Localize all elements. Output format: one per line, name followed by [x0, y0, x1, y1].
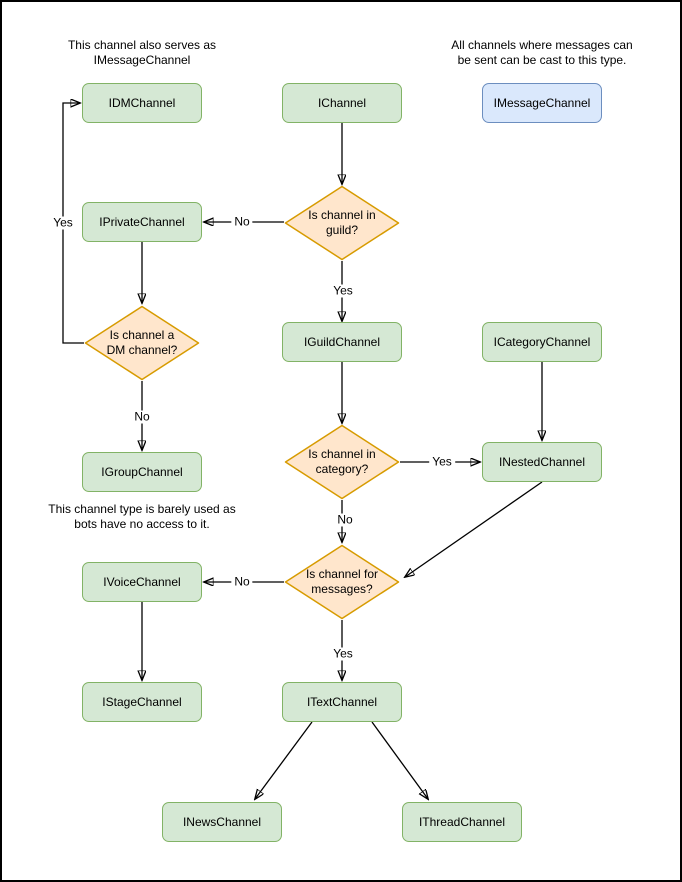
edge-label-no-guild-to-private: No	[231, 215, 253, 229]
node-iguildchannel: IGuildChannel	[282, 322, 402, 362]
decision-is-channel-in-guild-label: Is channel in guild?	[308, 208, 376, 237]
decision-is-channel-a-dm: Is channel a DM channel?	[84, 305, 200, 381]
node-idmchannel: IDMChannel	[82, 83, 202, 123]
node-istagechannel: IStageChannel	[82, 682, 202, 722]
node-iguildchannel-label: IGuildChannel	[303, 335, 381, 349]
diamond-shape	[284, 424, 400, 500]
edge-inestedchannel-to-messages-decision	[405, 481, 543, 577]
node-icategorychannel: ICategoryChannel	[482, 322, 602, 362]
edge-itextchannel-to-ithreadchannel	[371, 721, 428, 799]
edge-label-yes-dm-to-idmchannel: Yes	[50, 216, 76, 230]
decision-is-channel-a-dm-label: Is channel a DM channel?	[106, 328, 178, 357]
node-itextchannel: ITextChannel	[282, 682, 402, 722]
edge-label-no-messages-to-voice: No	[231, 575, 253, 589]
decision-is-channel-in-category: Is channel in category?	[284, 424, 400, 500]
node-inestedchannel: INestedChannel	[482, 442, 602, 482]
node-ithreadchannel: IThreadChannel	[402, 802, 522, 842]
node-ivoicechannel-label: IVoiceChannel	[103, 575, 181, 589]
node-ichannel: IChannel	[282, 83, 402, 123]
note-igroupchannel-barely-used: This channel type is barely used as bots…	[48, 502, 236, 531]
edge-label-yes-messages-to-text: Yes	[330, 647, 356, 661]
node-inestedchannel-label: INestedChannel	[498, 455, 586, 469]
edge-label-no-category: No	[334, 513, 356, 527]
node-igroupchannel: IGroupChannel	[82, 452, 202, 492]
diamond-shape	[84, 305, 200, 381]
note-imessagechannel-cast: All channels where messages can be sent …	[451, 38, 633, 67]
diamond-shape	[284, 185, 400, 261]
edge-label-yes-category-to-nested: Yes	[429, 455, 455, 469]
node-inewschannel: INewsChannel	[162, 802, 282, 842]
node-inewschannel-label: INewsChannel	[182, 815, 262, 829]
node-imessagechannel-label: IMessageChannel	[493, 96, 591, 110]
node-idmchannel-label: IDMChannel	[108, 96, 176, 110]
edge-label-yes-guild: Yes	[330, 284, 356, 298]
node-itextchannel-label: ITextChannel	[306, 695, 378, 709]
node-iprivatechannel: IPrivateChannel	[82, 202, 202, 242]
decision-is-channel-for-messages-label: Is channel for messages?	[305, 567, 379, 596]
node-ivoicechannel: IVoiceChannel	[82, 562, 202, 602]
node-ithreadchannel-label: IThreadChannel	[418, 815, 506, 829]
note-dm-serves-imessagechannel: This channel also serves as IMessageChan…	[67, 38, 217, 67]
decision-is-channel-for-messages: Is channel for messages?	[284, 544, 400, 620]
decision-is-channel-in-category-label: Is channel in category?	[308, 447, 376, 476]
node-ichannel-label: IChannel	[317, 96, 367, 110]
edge-itextchannel-to-inewschannel	[255, 721, 313, 799]
diamond-shape	[284, 544, 400, 620]
edge-label-no-dm-to-group: No	[131, 410, 153, 424]
node-icategorychannel-label: ICategoryChannel	[493, 335, 591, 349]
node-iprivatechannel-label: IPrivateChannel	[99, 215, 185, 229]
node-imessagechannel: IMessageChannel	[482, 83, 602, 123]
decision-is-channel-in-guild: Is channel in guild?	[284, 185, 400, 261]
node-igroupchannel-label: IGroupChannel	[101, 465, 183, 479]
node-istagechannel-label: IStageChannel	[102, 695, 182, 709]
